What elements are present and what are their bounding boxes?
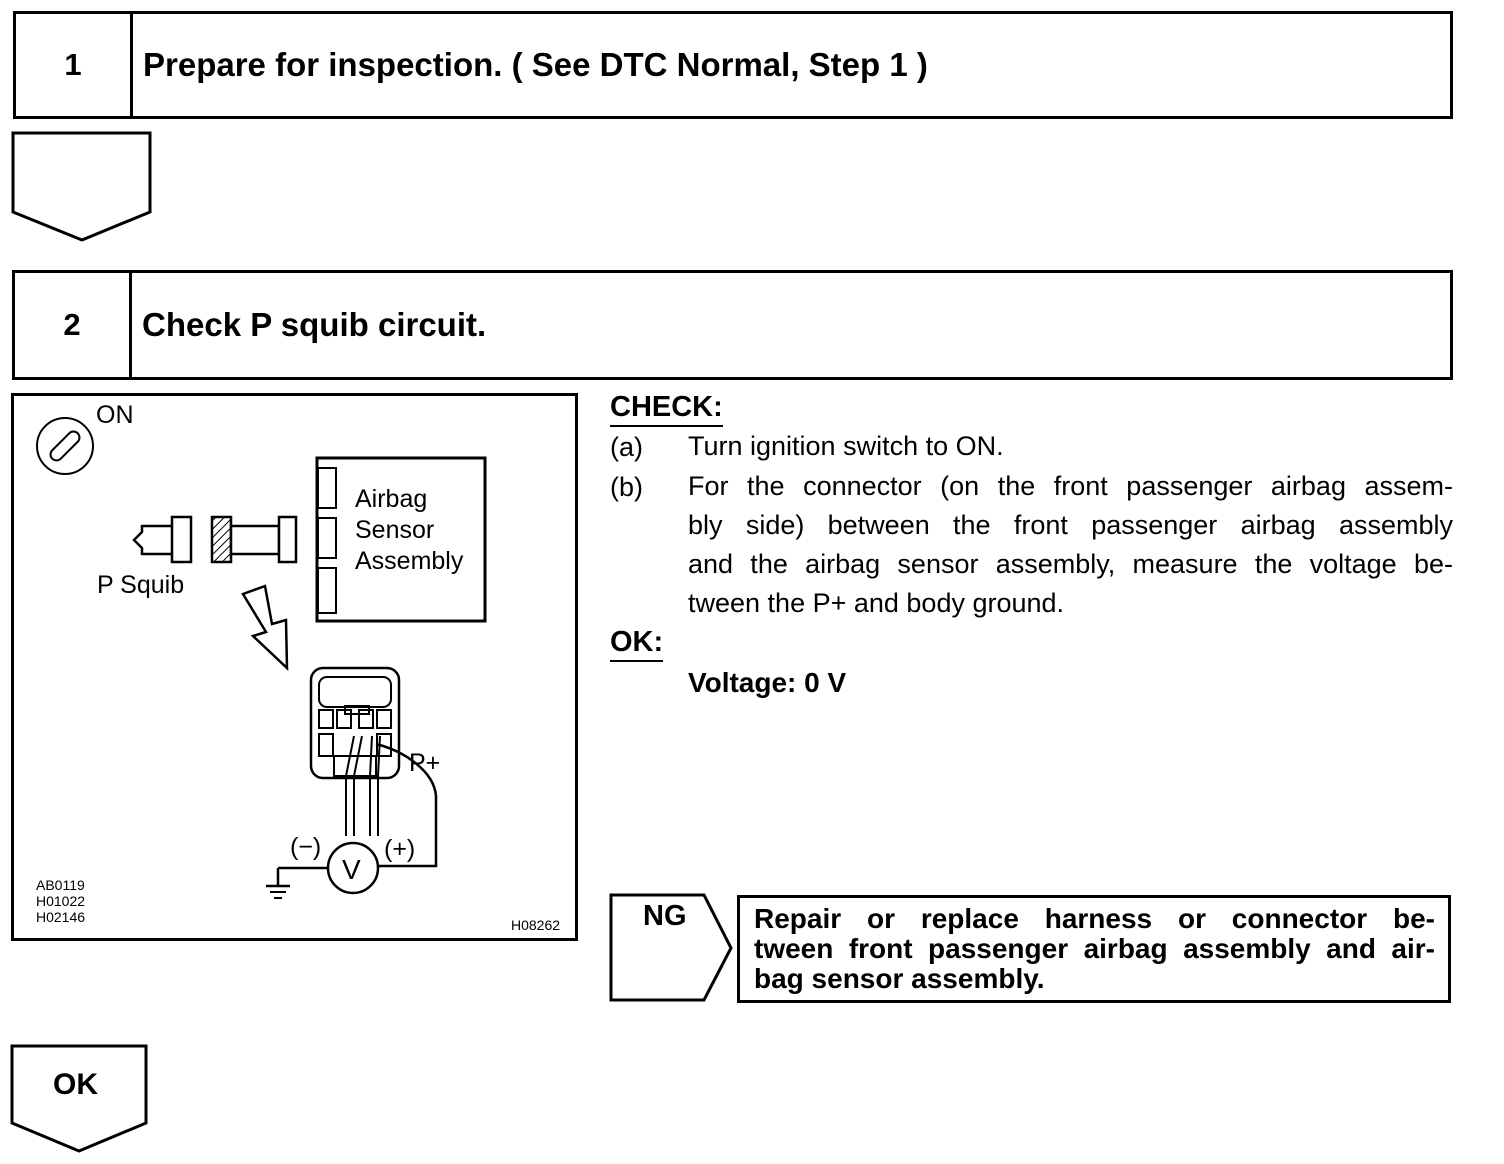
circuit-drawing: [36, 417, 487, 899]
airbag-sensor-assembly-icon: [315, 456, 487, 623]
final-ok-label: OK: [53, 1068, 98, 1101]
flow-arrow-down-1: [11, 131, 152, 242]
ng-action-line-1: Repair or replace harness or connector b…: [754, 903, 1435, 934]
ref-code-2: H01022: [36, 893, 86, 909]
check-item-b-line-4: tween the P+ and body ground.: [688, 588, 1065, 618]
step-2-title: Check P squib circuit.: [142, 306, 487, 343]
voltmeter-icon: [266, 841, 380, 899]
ignition-on-label: ON: [96, 401, 134, 429]
check-heading: CHECK:: [610, 391, 723, 427]
sensor-label-line-2: Sensor: [355, 516, 435, 544]
step-2-number: 2: [15, 273, 132, 377]
check-item-a-text: Turn ignition switch to ON.: [688, 431, 1004, 461]
ok-heading: OK:: [610, 626, 664, 662]
check-item-a-mark: (a): [610, 432, 643, 462]
minus-probe-label: (−): [290, 833, 322, 861]
ng-action-box: Repair or replace harness or connector b…: [737, 895, 1451, 1003]
p-squib-connector-icon: [132, 515, 193, 564]
pointing-arrow-icon: [241, 584, 289, 671]
plus-probe-label: (+): [384, 835, 416, 863]
check-item-b-mark: (b): [610, 472, 643, 502]
step-2-box: 2 Check P squib circuit.: [12, 270, 1453, 380]
p-plus-label: P+: [409, 749, 441, 777]
ng-action-line-3: bag sensor assembly.: [754, 963, 1045, 994]
sensor-label-line-3: Assembly: [355, 547, 464, 575]
check-item-b-line-3: and the airbag sensor assembly, measure …: [688, 549, 1453, 579]
check-item-b-line-1: For the connector (on the front passenge…: [688, 471, 1453, 501]
sensor-connector-icon: [210, 515, 298, 564]
check-item-b-line-2: bly side) between the front passenger ai…: [688, 510, 1453, 540]
ref-code-3: H02146: [36, 909, 86, 925]
p-squib-label: P Squib: [97, 571, 185, 599]
ignition-key-icon: [36, 417, 94, 475]
step-1-title: Prepare for inspection. ( See DTC Normal…: [143, 46, 928, 83]
ng-arrow-box: [609, 893, 733, 1002]
figure-code: H08262: [511, 917, 561, 933]
circuit-diagram: ON Airbag Sensor Assembly P Squib P+ (−)…: [11, 393, 578, 941]
voltage-spec: Voltage: 0 V: [688, 667, 847, 698]
voltmeter-symbol: V: [342, 854, 361, 885]
sensor-label-line-1: Airbag: [355, 485, 428, 513]
ref-code-1: AB0119: [36, 877, 85, 893]
step-1-box: 1 Prepare for inspection. ( See DTC Norm…: [13, 11, 1453, 119]
step-1-number: 1: [16, 14, 133, 116]
flow-arrow-ok: [10, 1044, 148, 1153]
ng-action-line-2: tween front passenger airbag assembly an…: [754, 933, 1435, 964]
connector-closeup-icon: [309, 666, 438, 868]
ng-label: NG: [643, 900, 687, 932]
